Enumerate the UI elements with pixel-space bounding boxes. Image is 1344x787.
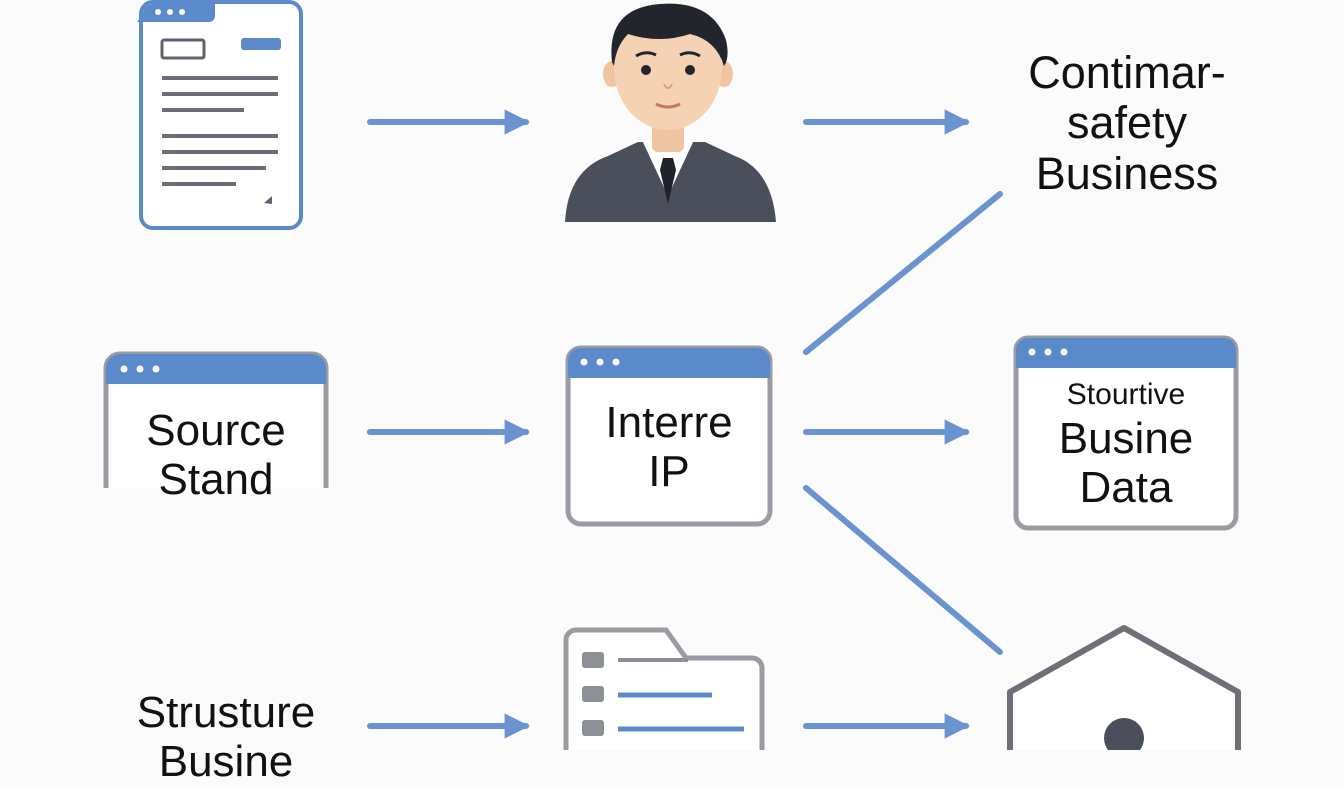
label-right-window: Stourtive Busine Data: [1058, 378, 1194, 512]
label-source: Source Stand: [146, 406, 286, 505]
diagram-canvas: [103, 0, 1241, 750]
connector-middle-to-house: [803, 485, 1003, 655]
label-bottom-left: Strusture Busine: [136, 688, 316, 787]
label-middle: Interre IP: [605, 398, 733, 497]
label-top-right: Contimar- safety Business: [1028, 47, 1226, 199]
document-icon: [137, 0, 303, 230]
source-window-box: [103, 351, 329, 488]
house-user-icon: [1007, 625, 1241, 750]
arrows: [367, 109, 1003, 739]
connector-middle-to-top: [803, 191, 1003, 355]
right-window-box: [1013, 335, 1239, 531]
folder-list-icon: [563, 627, 765, 750]
businessman-avatar-icon: [565, 3, 776, 222]
middle-window-box: [565, 345, 773, 527]
